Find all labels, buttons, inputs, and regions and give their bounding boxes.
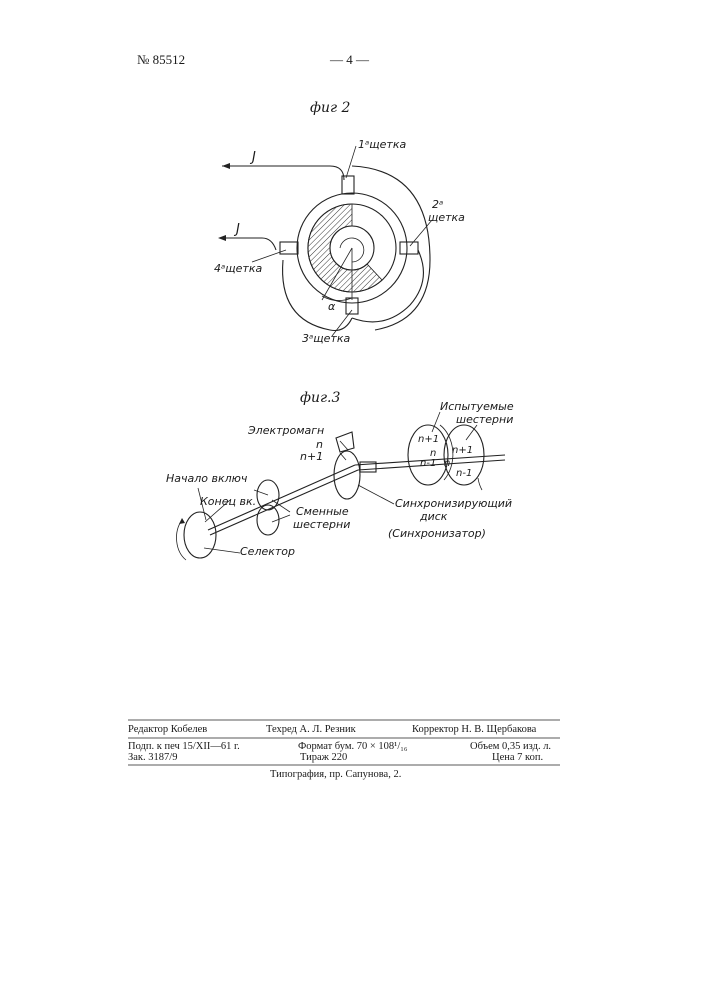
footer-format: Формат бум. 70 × 108¹/₁₆ [298, 741, 408, 752]
footer-proofreader: Корректор Н. В. Щербакова [412, 724, 536, 735]
footer-tech-editor: Техред А. Л. Резник [266, 724, 356, 735]
footer-order: Зак. 3187/9 [128, 752, 177, 763]
footer-editor: Редактор Кобелев [128, 724, 207, 735]
footer-printer: Типография, пр. Сапунова, 2. [270, 769, 401, 780]
footer-signed: Подп. к печ 15/XII—61 г. [128, 741, 240, 752]
footer-volume: Объем 0,35 изд. л. [470, 741, 551, 752]
footer-print-run: Тираж 220 [300, 752, 347, 763]
footer-price: Цена 7 коп. [492, 752, 543, 763]
